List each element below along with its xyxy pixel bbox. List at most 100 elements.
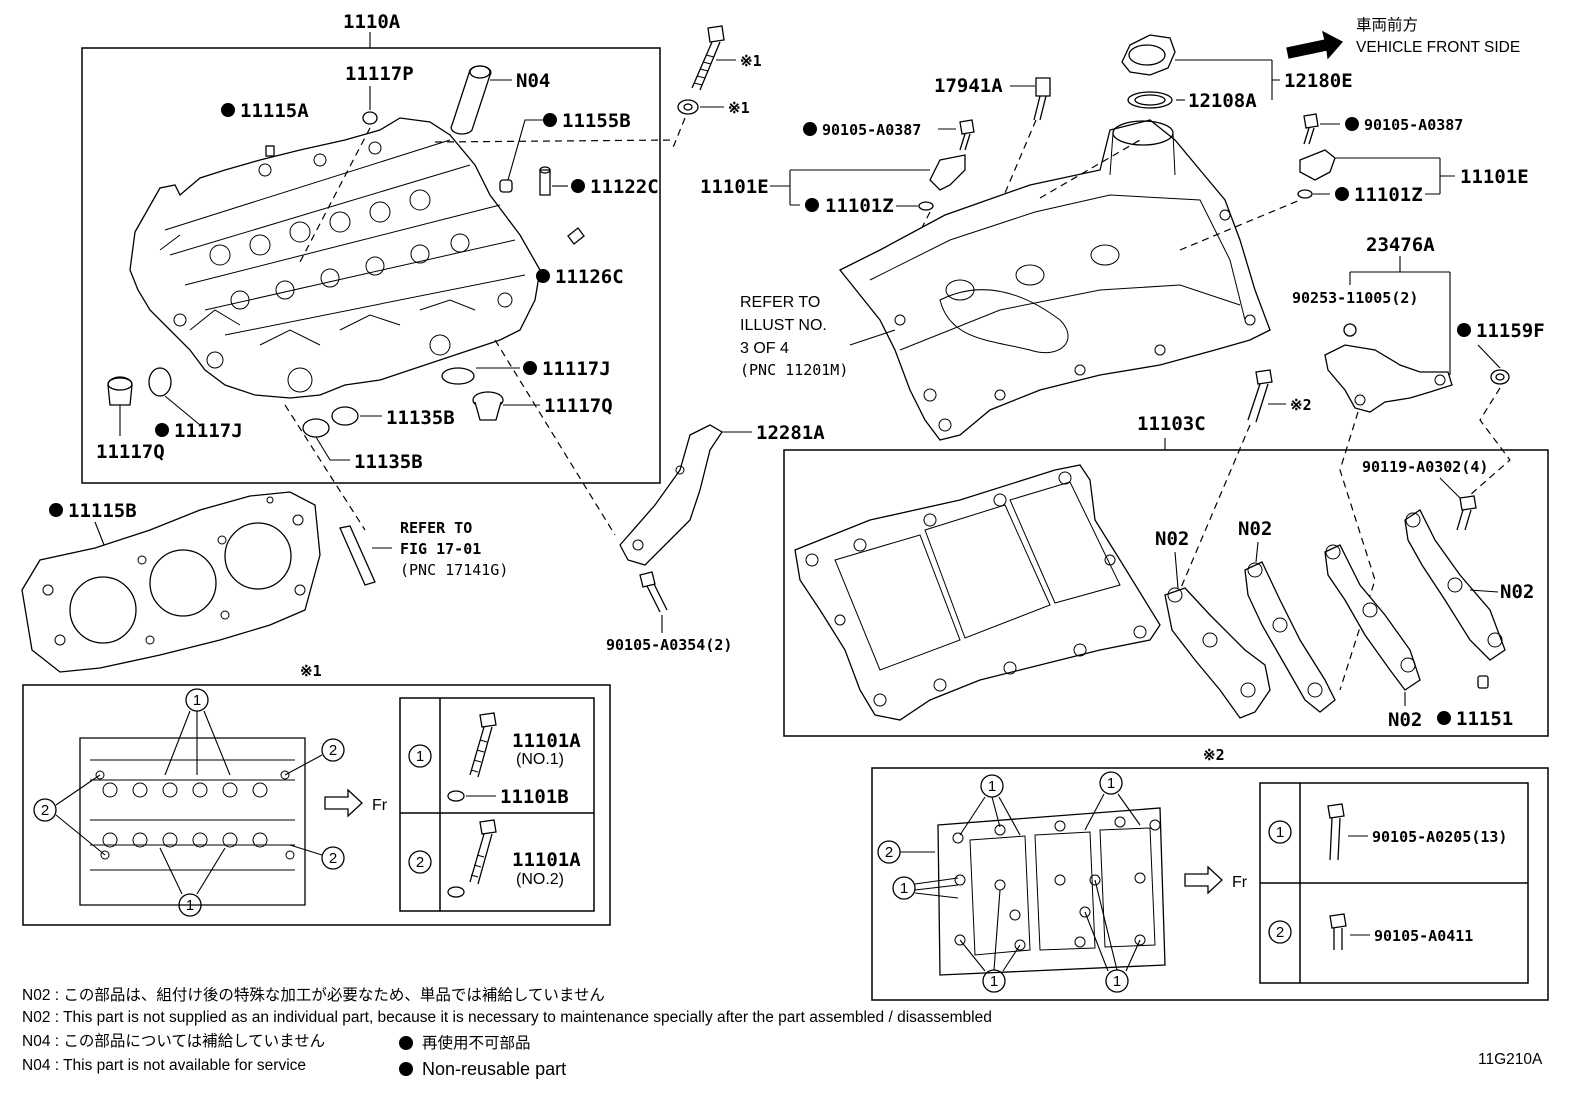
detail1-row1-washer[interactable]: 11101B <box>500 786 569 808</box>
detail2-table-circle1: 1 <box>1276 824 1284 841</box>
label-90253-11005[interactable]: 90253-11005(2) <box>1292 289 1418 307</box>
label-11126C[interactable]: 11126C <box>555 266 624 288</box>
detail1-row1-sub: (NO.1) <box>516 751 564 768</box>
bolt-90105-A0387-left <box>959 119 975 151</box>
label-12108A[interactable]: 12108A <box>1188 90 1257 112</box>
detail2-box <box>871 767 1549 1001</box>
seal-11135B-a <box>331 406 359 426</box>
detail2-circle1-d: 1 <box>990 973 998 990</box>
label-90119-A0302[interactable]: 90119-A0302(4) <box>1362 458 1488 476</box>
detail2-fr: Fr <box>1232 874 1248 891</box>
detail2-table <box>1259 782 1529 984</box>
detail2-row1-part[interactable]: 90105-A0205(13) <box>1372 828 1507 846</box>
front-arrow-icon <box>324 788 363 818</box>
pin-90253-11005 <box>1343 323 1357 337</box>
oring-11101Z-right <box>1297 189 1313 199</box>
gasket-11117J-left <box>148 367 172 397</box>
label-11117Q-left[interactable]: 11117Q <box>96 441 165 463</box>
note-n02-en: N02 : This part is not supplied as an in… <box>22 1009 992 1026</box>
legend-dot-en <box>399 1062 413 1076</box>
seal-11159F <box>1490 369 1510 385</box>
camshaft-housing <box>794 464 1161 721</box>
label-17941A[interactable]: 17941A <box>934 75 1003 97</box>
label-11115B[interactable]: 11115B <box>68 500 137 522</box>
detail1-title[interactable]: ※1 <box>300 662 322 680</box>
refer-illust-line2: ILLUST NO. <box>740 317 827 334</box>
detail2-circle1-c: 1 <box>900 880 908 897</box>
camshaft-housing-box <box>783 449 1549 737</box>
gasket-11117J <box>441 367 475 385</box>
washer <box>677 99 699 115</box>
sensor-11101E-left <box>929 154 966 191</box>
label-11159F[interactable]: 11159F <box>1476 320 1545 342</box>
detail1-circle2-topright-num: 2 <box>329 742 337 759</box>
detail2-circle1-e: 1 <box>1113 973 1121 990</box>
label-1110A[interactable]: 1110A <box>343 11 401 33</box>
label-11155B[interactable]: 11155B <box>562 110 631 132</box>
refer-fig-line3[interactable]: (PNC 17141G) <box>400 561 508 579</box>
detail1-row2-part[interactable]: 11101A <box>512 849 581 871</box>
orientation-jp: 車両前方 <box>1356 16 1418 34</box>
label-11115A[interactable]: 11115A <box>240 100 309 122</box>
label-90105-A0387-left[interactable]: 90105-A0387 <box>822 121 921 139</box>
detail2-title[interactable]: ※2 <box>1203 746 1225 764</box>
detail2-row2-part[interactable]: 90105-A0411 <box>1374 927 1473 945</box>
label-11117P[interactable]: 11117P <box>345 63 414 85</box>
label-11101E-left[interactable]: 11101E <box>700 176 769 198</box>
bearing-cap-N02-4 <box>1404 509 1506 661</box>
bolt-90105-A0354 <box>639 571 668 613</box>
label-washer-ref1[interactable]: ※1 <box>728 99 750 117</box>
head-bolt <box>691 25 725 91</box>
nonreusable-dot <box>1457 323 1471 337</box>
note-n02-jp: N02 : この部品は、組付け後の特殊な加工が必要なため、単品では補給していませ… <box>22 986 605 1004</box>
label-bolt-ref1[interactable]: ※1 <box>740 52 762 70</box>
nonreusable-dot <box>1437 711 1451 725</box>
label-11135B-a[interactable]: 11135B <box>386 407 455 429</box>
label-N02-3[interactable]: N02 <box>1388 709 1422 731</box>
sensor-11101E-right <box>1299 149 1336 181</box>
label-N02-4[interactable]: N02 <box>1500 581 1534 603</box>
note-n04-jp: N04 : この部品については補給していません <box>22 1032 325 1050</box>
label-11101Z-right[interactable]: 11101Z <box>1354 184 1423 206</box>
label-11117J-right[interactable]: 11117J <box>542 358 611 380</box>
label-23476A[interactable]: 23476A <box>1366 234 1435 256</box>
bearing-cap-N02-3 <box>1324 544 1421 691</box>
label-11151[interactable]: 11151 <box>1456 708 1513 730</box>
label-90105-A0387-right[interactable]: 90105-A0387 <box>1364 116 1463 134</box>
orientation-en: VEHICLE FRONT SIDE <box>1356 39 1520 56</box>
label-N04[interactable]: N04 <box>516 70 550 92</box>
detail1-fr: Fr <box>372 797 388 814</box>
nonreusable-dot <box>803 122 817 136</box>
label-11103C[interactable]: 11103C <box>1137 413 1206 435</box>
refer-illust-line4: (PNC 11201M) <box>740 361 848 379</box>
seal-11135B-b <box>302 418 330 438</box>
bearing-cap-N02-1 <box>1164 587 1271 719</box>
label-11117Q-right[interactable]: 11117Q <box>544 395 613 417</box>
bracket-12281A <box>619 424 723 566</box>
refer-fig-line2[interactable]: FIG 17-01 <box>400 540 481 558</box>
pipe-N04 <box>450 65 492 135</box>
front-arrow-icon <box>1184 865 1223 895</box>
label-11101Z-left[interactable]: 11101Z <box>825 195 894 217</box>
pin-11126C <box>567 227 585 245</box>
label-11135B-b[interactable]: 11135B <box>354 451 423 473</box>
label-11101E-right[interactable]: 11101E <box>1460 166 1529 188</box>
detail1-circle1-bottom-num: 1 <box>186 897 194 914</box>
label-12180E[interactable]: 12180E <box>1284 70 1353 92</box>
detail1-circle2-left-num: 2 <box>41 802 49 819</box>
label-N02-2[interactable]: N02 <box>1238 518 1272 540</box>
label-90105-A0354[interactable]: 90105-A0354(2) <box>606 636 732 654</box>
detail1-box <box>22 684 611 926</box>
nonreusable-dot <box>1345 117 1359 131</box>
bolt-90105-A0387-right <box>1303 113 1319 145</box>
label-ref2[interactable]: ※2 <box>1290 396 1312 414</box>
detail1-row1-part[interactable]: 11101A <box>512 730 581 752</box>
detail2-circle1-b: 1 <box>1107 775 1115 792</box>
label-12281A[interactable]: 12281A <box>756 422 825 444</box>
nonreusable-dot <box>1335 187 1349 201</box>
detail1-table <box>399 697 595 912</box>
label-11117J-left[interactable]: 11117J <box>174 420 243 442</box>
label-11122C[interactable]: 11122C <box>590 176 659 198</box>
refer-fig-line1[interactable]: REFER TO <box>400 519 472 537</box>
label-N02-1[interactable]: N02 <box>1155 528 1189 550</box>
